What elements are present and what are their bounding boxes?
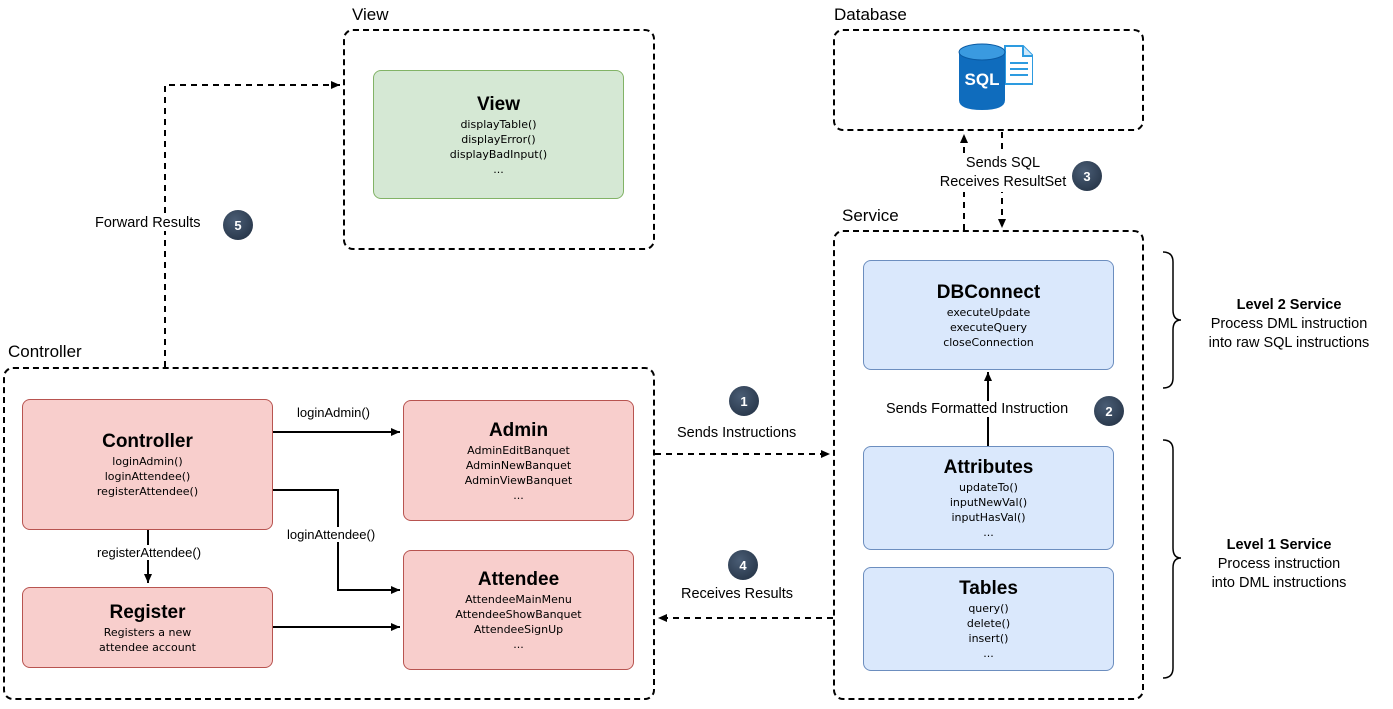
level2-title: Level 2 Service (1236, 297, 1342, 313)
controller-box[interactable]: Controller loginAdmin() loginAttendee() … (22, 399, 273, 530)
attendee-item: AttendeeShowBanquet (455, 608, 582, 621)
attributes-method: inputNewVal() (949, 496, 1028, 509)
admin-title: Admin (488, 419, 549, 441)
level2-note: Level 2 Service Process DML instruction … (1190, 296, 1388, 353)
step-badge-1: 1 (729, 386, 759, 416)
view-group-title: View (352, 5, 389, 24)
view-box-title: View (477, 93, 520, 115)
attendee-item: ... (513, 638, 524, 651)
tables-method: query() (968, 602, 1009, 615)
service-group-title: Service (842, 206, 899, 225)
view-box[interactable]: View displayTable() displayError() displ… (373, 70, 624, 199)
forward-results-connector (164, 81, 340, 367)
register-description: Registers a new (103, 625, 192, 639)
view-group (343, 29, 655, 250)
sql-database-icon: SQL (953, 40, 1034, 114)
tables-box[interactable]: Tables query() delete() insert() ... (863, 567, 1114, 671)
sql-exchange-label: Sends SQL Receives ResultSet (908, 154, 1098, 192)
step-badge-2: 2 (1094, 396, 1124, 426)
sends-sql-label: Sends SQL (965, 155, 1041, 171)
controller-method: registerAttendee() (96, 485, 199, 498)
login-admin-label: loginAdmin() (297, 405, 370, 420)
attendee-item: AttendeeMainMenu (465, 593, 572, 606)
level2-brace (1162, 251, 1182, 389)
level2-description: into raw SQL instructions (1208, 335, 1370, 351)
sends-formatted-label: Sends Formatted Instruction (884, 401, 1071, 417)
level1-brace (1162, 439, 1182, 679)
tables-method: ... (983, 647, 994, 660)
attendee-item: AttendeeSignUp (473, 623, 564, 636)
admin-item: AdminNewBanquet (465, 458, 572, 472)
login-attendee-label: loginAttendee() (287, 527, 376, 542)
level2-description: Process DML instruction (1210, 316, 1368, 332)
step-badge-4: 4 (728, 550, 758, 580)
tables-title: Tables (959, 578, 1018, 599)
receives-results-label: Receives Results (681, 586, 794, 602)
admin-item: ... (513, 488, 524, 502)
sends-instructions-label: Sends Instructions (677, 425, 797, 441)
dbconnect-method: executeQuery (949, 320, 1028, 334)
attendee-box[interactable]: Attendee AttendeeMainMenu AttendeeShowBa… (403, 550, 634, 670)
controller-method: loginAttendee() (104, 470, 191, 483)
view-method: displayBadInput() (449, 147, 548, 161)
attributes-title: Attributes (943, 457, 1034, 478)
register-title: Register (109, 601, 186, 623)
view-method: displayTable() (460, 117, 537, 131)
attendee-title: Attendee (477, 569, 560, 590)
database-group (833, 29, 1144, 131)
dbconnect-box[interactable]: DBConnect executeUpdate executeQuery clo… (863, 260, 1114, 370)
level1-description: into DML instructions (1211, 575, 1347, 591)
dbconnect-title: DBConnect (936, 281, 1041, 303)
step-badge-5: 5 (223, 210, 253, 240)
register-box[interactable]: Register Registers a new attendee accoun… (22, 587, 273, 668)
admin-item: AdminViewBanquet (464, 473, 573, 487)
receives-resultset-label: Receives ResultSet (939, 174, 1067, 190)
sql-icon-text: SQL (964, 70, 1000, 89)
level1-description: Process instruction (1217, 556, 1341, 572)
service-group (833, 230, 1144, 700)
step-badge-3: 3 (1072, 161, 1102, 191)
admin-item: AdminEditBanquet (467, 443, 570, 457)
controller-group (3, 367, 655, 700)
admin-box[interactable]: Admin AdminEditBanquet AdminNewBanquet A… (403, 400, 634, 521)
level1-note: Level 1 Service Process instruction into… (1180, 536, 1378, 593)
attributes-method: inputHasVal() (951, 511, 1026, 524)
dbconnect-method: executeUpdate (946, 305, 1031, 319)
view-method: displayError() (461, 132, 536, 146)
register-description: attendee account (99, 640, 196, 654)
register-attendee-label: registerAttendee() (97, 545, 202, 560)
controller-method: loginAdmin() (112, 455, 183, 468)
tables-method: delete() (966, 617, 1011, 630)
controller-box-title: Controller (102, 431, 193, 452)
attributes-method: updateTo() (959, 481, 1018, 494)
dbconnect-method: closeConnection (943, 335, 1034, 349)
attributes-box[interactable]: Attributes updateTo() inputNewVal() inpu… (863, 446, 1114, 550)
attributes-method: ... (983, 526, 994, 539)
level1-title: Level 1 Service (1226, 537, 1332, 553)
database-group-title: Database (834, 5, 907, 24)
controller-group-title: Controller (8, 342, 82, 361)
forward-results-label: Forward Results (92, 215, 204, 231)
tables-method: insert() (968, 632, 1009, 645)
view-method: ... (493, 162, 504, 176)
